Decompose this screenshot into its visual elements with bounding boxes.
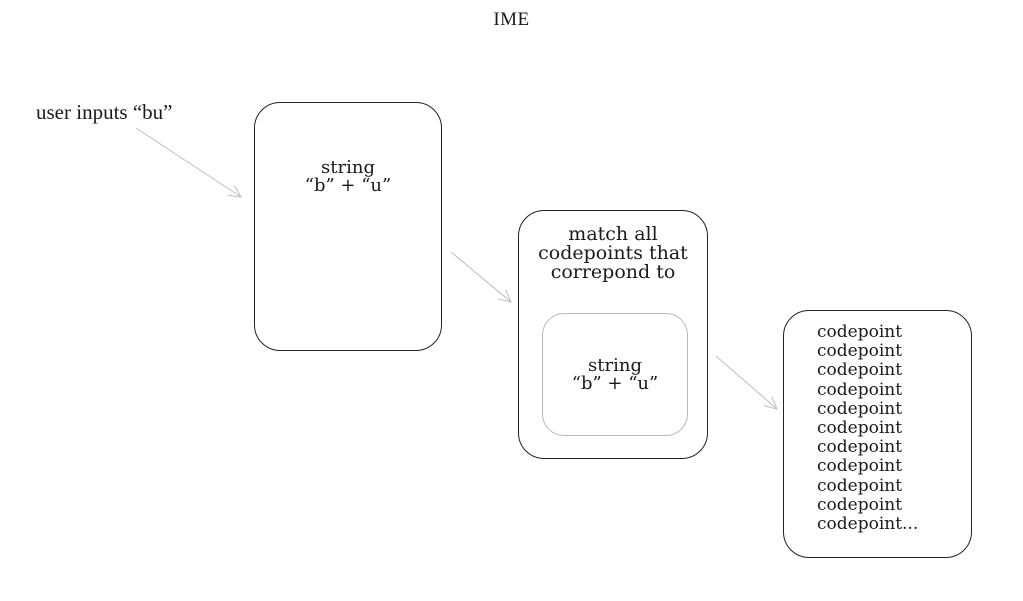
arrow-match-to-output: [715, 355, 777, 409]
codepoint-list: codepoint codepoint codepoint codepoint …: [817, 322, 919, 535]
codepoint-item: codepoint: [817, 494, 903, 515]
match-text-line-3: correpond to: [550, 261, 676, 283]
user-input-caption: user inputs “bu”: [36, 100, 173, 124]
input-string-box: [254, 102, 442, 351]
codepoint-item: codepoint: [817, 360, 903, 381]
diagram-title: IME: [493, 9, 530, 30]
inner-string-expression: “b” + “u”: [571, 373, 659, 394]
codepoint-item: codepoint: [817, 322, 903, 342]
arrow-caption-to-input: [135, 127, 241, 197]
codepoint-item: codepoint: [817, 379, 903, 400]
codepoint-item: codepoint: [817, 341, 903, 362]
codepoint-item: codepoint: [817, 398, 903, 419]
match-text-line-2: codepoints that: [538, 242, 688, 264]
codepoint-item: codepoint...: [817, 514, 919, 535]
codepoint-item: codepoint: [817, 418, 903, 439]
codepoint-output-box: [783, 310, 972, 558]
arrow-input-to-match: [450, 251, 511, 302]
codepoint-item: codepoint: [817, 475, 903, 496]
inner-string-box: [542, 313, 688, 436]
match-text-line-1: match all: [568, 223, 658, 245]
inner-string-label: string: [588, 355, 642, 376]
codepoint-item: codepoint: [817, 456, 903, 477]
codepoint-item: codepoint: [817, 437, 903, 458]
input-string-label: string: [321, 157, 375, 178]
input-string-expression: “b” + “u”: [304, 175, 392, 196]
